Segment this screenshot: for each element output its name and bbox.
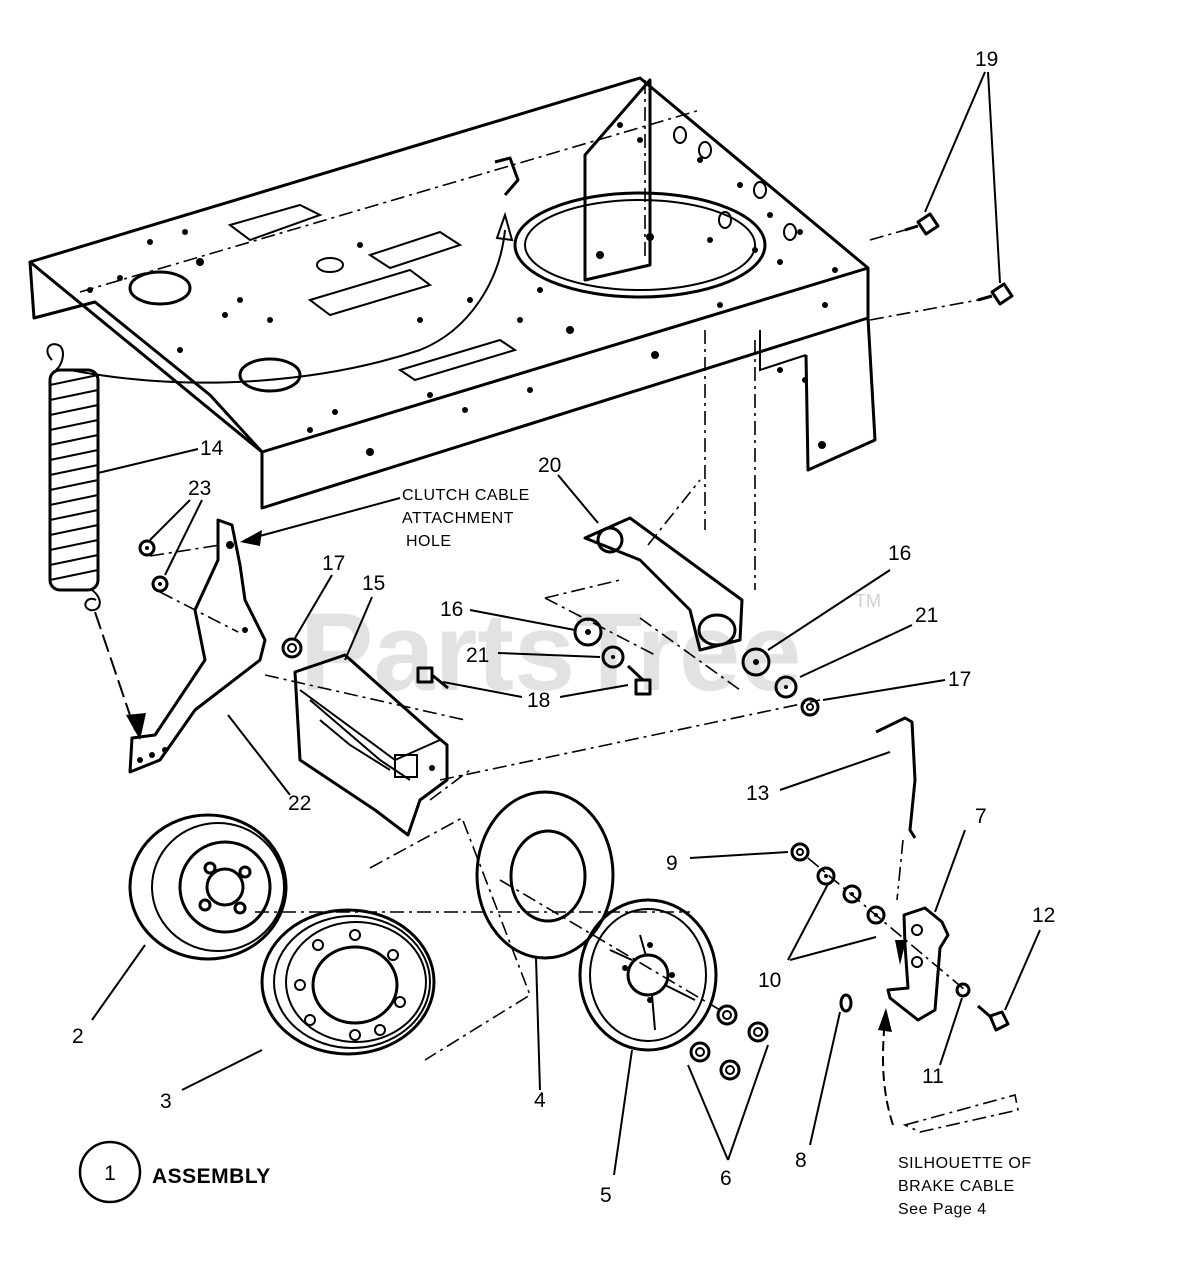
frame-chassis	[28, 76, 877, 510]
clutch-note-line-2: ATTACHMENT	[402, 510, 514, 527]
nut-17-right	[800, 697, 820, 717]
callout-4: 4	[534, 1089, 546, 1112]
callout-3: 3	[160, 1090, 172, 1113]
nuts-23	[138, 539, 169, 593]
assembly-label: ASSEMBLY	[152, 1165, 271, 1188]
callout-21-left: 21	[466, 644, 489, 667]
bracket-20	[583, 479, 744, 652]
leader-lines	[91, 71, 1041, 1176]
clutch-cable-note: CLUTCH CABLE ATTACHMENT HOLE	[402, 487, 530, 550]
washer-8	[839, 993, 853, 1013]
callout-2: 2	[72, 1025, 84, 1048]
washers-10	[816, 866, 886, 925]
callout-11: 11	[922, 1065, 944, 1088]
washer-21-left	[601, 645, 625, 669]
center-lines-middle	[149, 330, 821, 781]
brake-cable-note: SILHOUETTE OF BRAKE CABLE See Page 4	[898, 1155, 1032, 1218]
spacer-11	[955, 982, 971, 998]
callout-16-right: 16	[888, 542, 911, 565]
callout-7: 7	[975, 805, 987, 828]
clutch-note-line-1: CLUTCH CABLE	[402, 487, 530, 504]
callout-10: 10	[758, 969, 781, 992]
friction-disc-4	[475, 790, 615, 960]
brake-cable-silhouette	[878, 1008, 1019, 1133]
callout-8: 8	[795, 1149, 807, 1172]
callout-6: 6	[720, 1167, 732, 1190]
assembly-number: 1	[104, 1162, 116, 1185]
bolts-19	[869, 212, 1014, 321]
callout-23: 23	[188, 477, 211, 500]
spacer-16-right	[741, 647, 771, 677]
hub-plate-5	[578, 898, 718, 1052]
brake-rod-13	[875, 716, 917, 901]
center-lines-lower	[255, 769, 721, 1061]
brake-note-line-1: SILHOUETTE OF	[898, 1155, 1032, 1172]
callout-21-right: 21	[915, 604, 938, 627]
callout-18: 18	[527, 689, 550, 712]
brake-note-line-3: See Page 4	[898, 1201, 987, 1218]
brake-drum-3	[260, 908, 436, 1056]
callout-12: 12	[1032, 904, 1055, 927]
brake-lever-7	[886, 906, 950, 1022]
callout-20: 20	[538, 454, 561, 477]
callout-13: 13	[746, 782, 769, 805]
callout-17-left: 17	[322, 552, 345, 575]
pedal-arm-22	[128, 518, 267, 774]
clutch-cable-leader	[244, 497, 401, 541]
callout-15: 15	[362, 572, 385, 595]
bolt-12	[977, 1004, 1010, 1032]
callout-9: 9	[666, 852, 678, 875]
bolt-18-right	[626, 664, 652, 696]
clutch-note-line-3: HOLE	[406, 533, 452, 550]
spring-14	[46, 343, 146, 740]
bracket-15	[293, 653, 449, 837]
callout-19: 19	[975, 48, 998, 71]
callout-17-right: 17	[948, 668, 971, 691]
lug-nuts-6	[689, 1004, 769, 1081]
callout-numbers: 19 14 23 20 17 15 16 16 21 21 17 18 22 1…	[72, 48, 1055, 1207]
callout-5: 5	[600, 1184, 612, 1207]
nut-9	[790, 842, 810, 862]
spacer-16-left	[573, 617, 603, 647]
assembly-key: 1 ASSEMBLY	[78, 1140, 271, 1204]
assembly-circle	[78, 1140, 142, 1204]
brake-note-line-2: BRAKE CABLE	[898, 1178, 1015, 1195]
callout-16-left: 16	[440, 598, 463, 621]
bolt-18-left	[416, 666, 449, 690]
wheel-2	[128, 813, 288, 961]
watermark: PartsTree	[300, 591, 801, 714]
callout-22: 22	[288, 792, 311, 815]
clutch-cable-arrow	[240, 530, 262, 546]
watermark-trademark: TM	[855, 591, 881, 611]
washer-21-right	[774, 675, 798, 699]
nut-17-left	[281, 637, 303, 659]
callout-14: 14	[200, 437, 224, 460]
